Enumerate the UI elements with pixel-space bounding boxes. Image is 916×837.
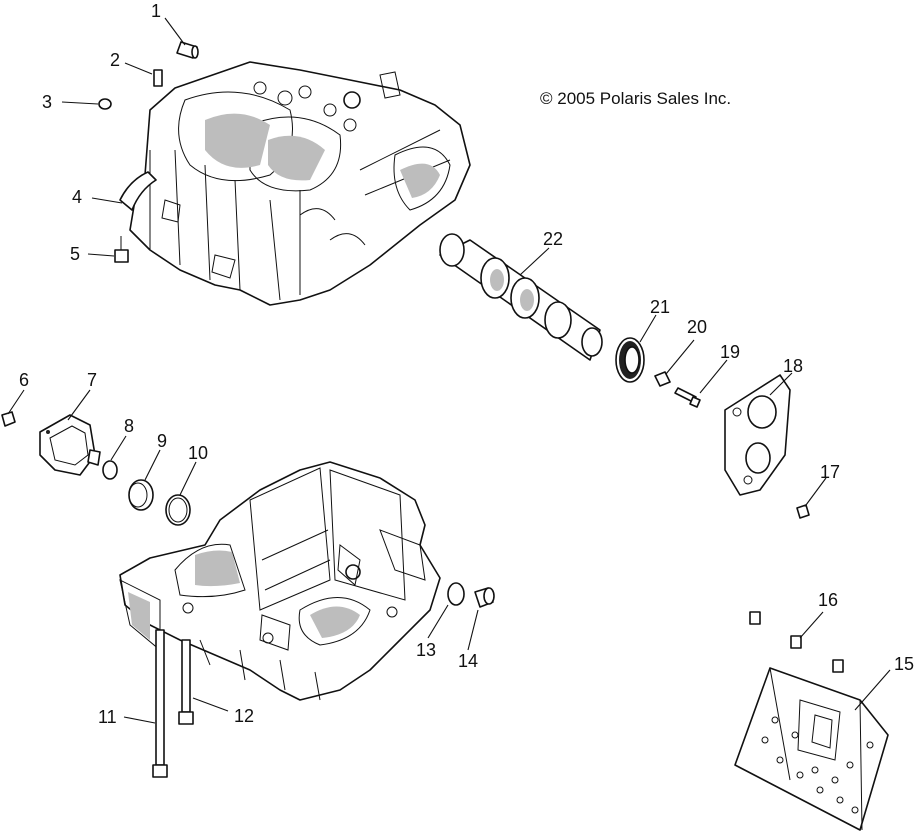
- callout-2: 2: [110, 50, 120, 70]
- part-10-snap-ring: [165, 494, 191, 526]
- part-13-washer: [447, 582, 465, 606]
- callout-12: 12: [234, 706, 254, 726]
- callout-labels: 1 2 3 4 5 6 7 8 9 10 11 12 13 14 15 16 1…: [19, 1, 914, 727]
- callout-13: 13: [416, 640, 436, 660]
- callout-3: 3: [42, 92, 52, 112]
- part-4-oil-pipe: [119, 171, 157, 211]
- part-20-washer: [654, 371, 671, 387]
- part-22-camshaft: [439, 233, 603, 361]
- part-21-cam-gear: [615, 337, 645, 383]
- callout-14: 14: [458, 651, 478, 671]
- part-11-long-bolt: [152, 629, 168, 778]
- callout-8: 8: [124, 416, 134, 436]
- callout-17: 17: [820, 462, 840, 482]
- part-9-seal-cap: [128, 479, 154, 511]
- part-18-gasket-plate: [724, 374, 791, 496]
- part-19-bolt: [674, 387, 701, 408]
- callout-22: 22: [543, 229, 563, 249]
- callout-20: 20: [687, 317, 707, 337]
- part-8-o-ring: [102, 460, 118, 480]
- part-7-cover: [39, 414, 101, 476]
- part-12-bolt: [178, 639, 194, 725]
- callout-5: 5: [70, 244, 80, 264]
- callout-4: 4: [72, 187, 82, 207]
- upper-crankcase: [129, 61, 471, 306]
- part-2-pin: [153, 69, 163, 87]
- copyright-text: © 2005 Polaris Sales Inc.: [540, 89, 731, 108]
- part-3-o-ring: [98, 98, 112, 110]
- callout-15: 15: [894, 654, 914, 674]
- leader-lines: [7, 17, 891, 724]
- callout-1: 1: [151, 1, 161, 21]
- callout-11: 11: [98, 707, 117, 727]
- callout-9: 9: [157, 431, 167, 451]
- part-15-baffle-plate: [734, 667, 889, 831]
- callout-10: 10: [188, 443, 208, 463]
- part-17-bolt: [796, 504, 810, 519]
- callout-18: 18: [783, 356, 803, 376]
- callout-7: 7: [87, 370, 97, 390]
- part-5-plug: [114, 236, 129, 263]
- callout-21: 21: [650, 297, 670, 317]
- callout-6: 6: [19, 370, 29, 390]
- part-14-drain-plug: [474, 587, 495, 608]
- callout-19: 19: [720, 342, 740, 362]
- part-16-bolts: [749, 611, 844, 673]
- lower-crankcase: [119, 461, 441, 701]
- callout-16: 16: [818, 590, 838, 610]
- part-1-dowel-pin: [176, 41, 199, 59]
